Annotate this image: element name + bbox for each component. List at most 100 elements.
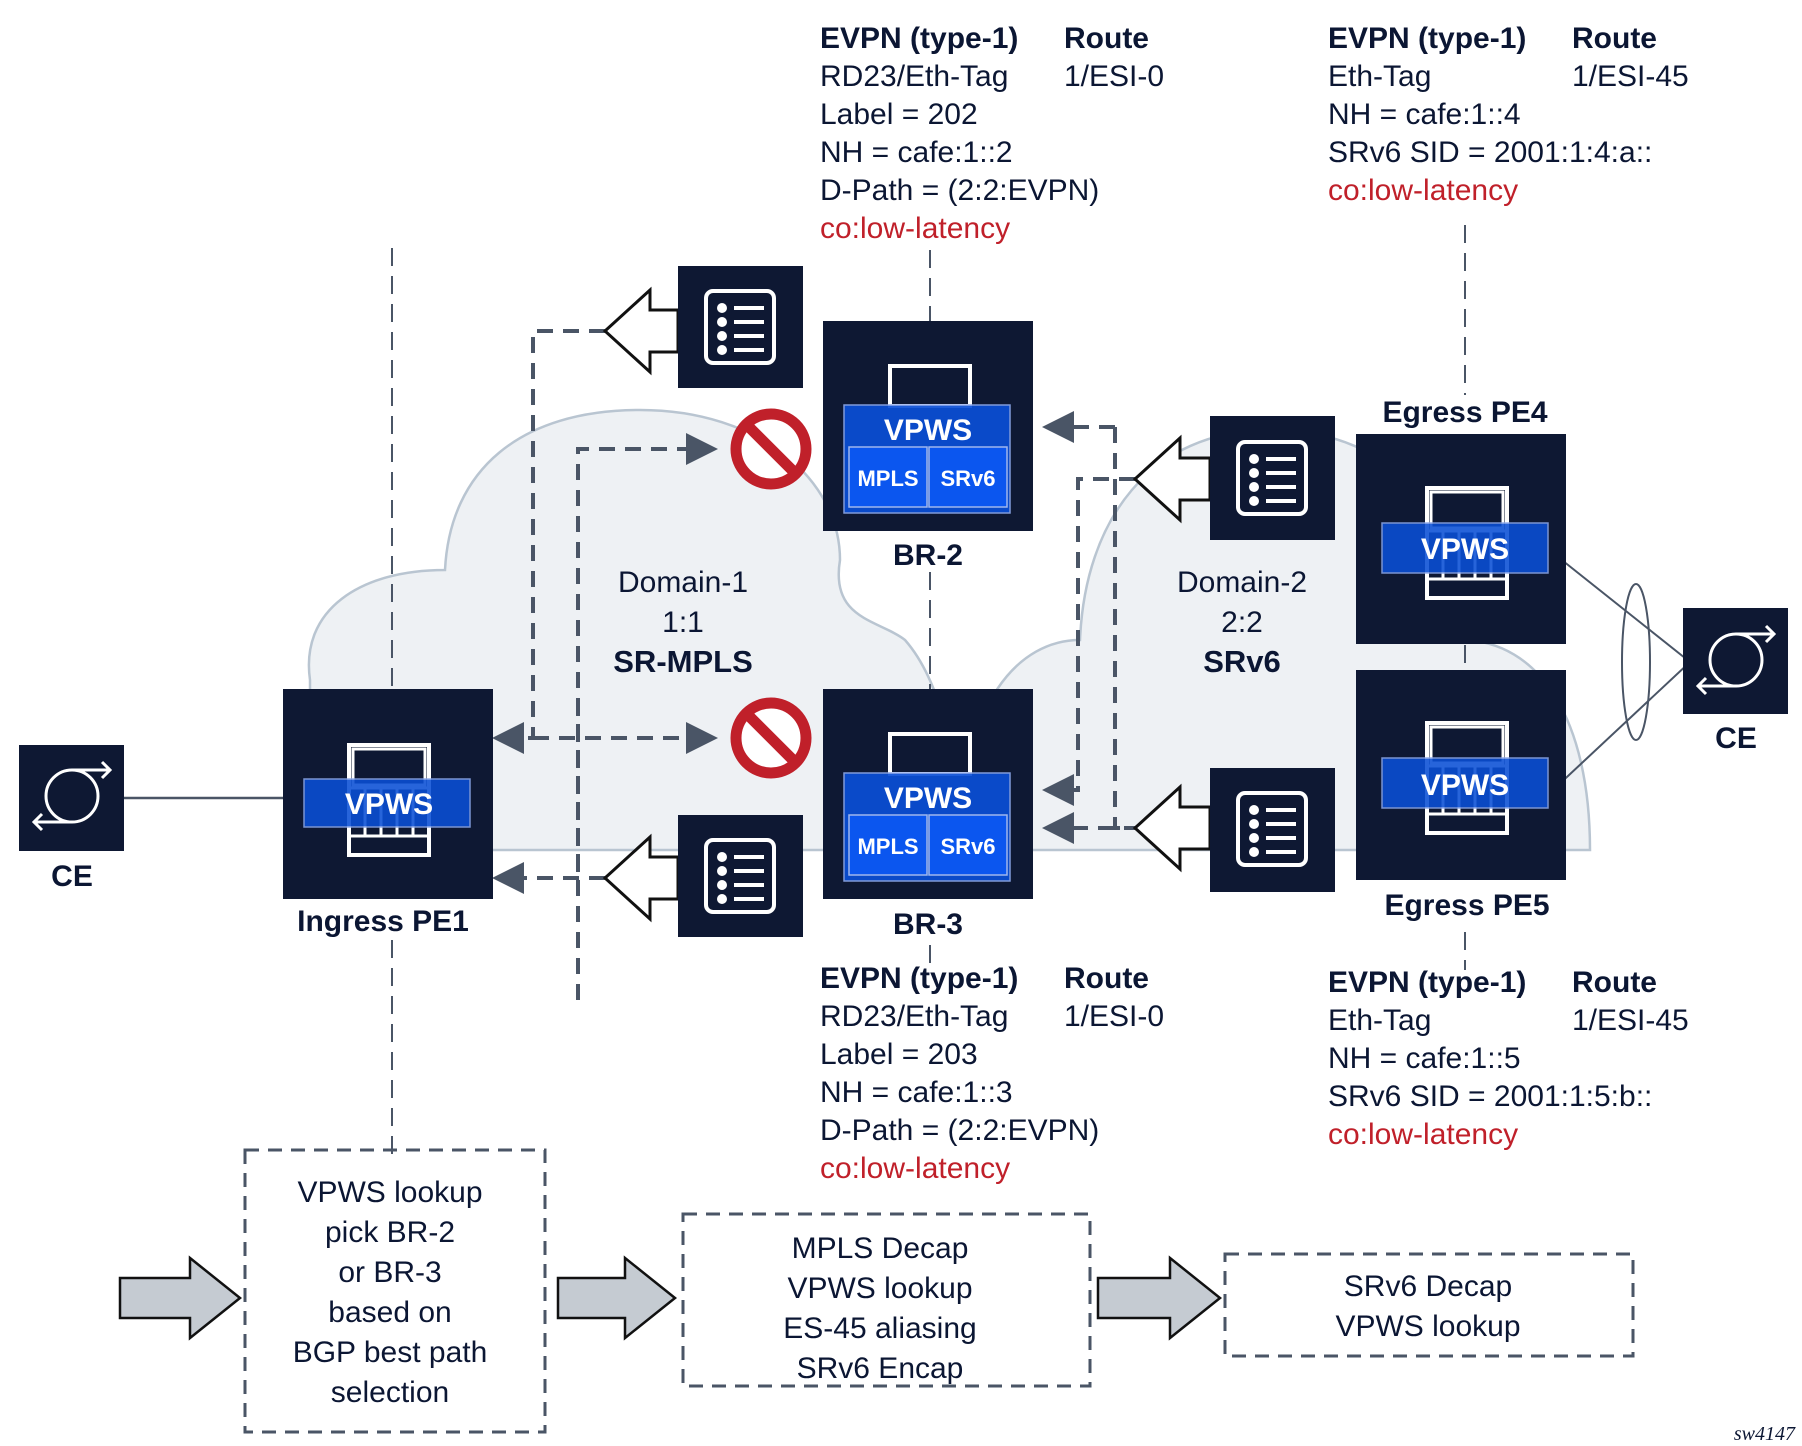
step-1-text: VPWS lookup pick BR-2 or BR-3 based on B…: [293, 1176, 488, 1409]
step-line: VPWS lookup: [787, 1272, 972, 1305]
route-info-pe4: EVPN (type-1) Route Eth-Tag 1/ESI-45 NH …: [1328, 22, 1689, 207]
pe4-advert-to-br3: [1042, 477, 1135, 806]
domain-2-name: Domain-2: [1177, 566, 1307, 599]
step-line: ES-45 aliasing: [783, 1312, 976, 1345]
ce-right: CE: [1683, 608, 1788, 755]
route-line: SRv6 SID = 2001:1:4:a::: [1328, 136, 1652, 169]
step-line: pick BR-2: [325, 1216, 455, 1249]
route-line: D-Path = (2:2:EVPN): [820, 1114, 1099, 1147]
vpws-label: VPWS: [1421, 769, 1509, 802]
prohibited-icon-br2: [736, 414, 806, 484]
prohibited-icon-br3: [736, 703, 806, 773]
route-advert-pe4: [1132, 416, 1335, 540]
route-line: NH = cafe:1::4: [1328, 98, 1521, 131]
route-title-2: Route: [1064, 22, 1149, 55]
step-box-1: [243, 1148, 547, 1434]
vpws-badge: [1381, 522, 1549, 574]
step-line: BGP best path: [293, 1336, 488, 1369]
ce-right-label: CE: [1715, 722, 1757, 755]
vpws-label: VPWS: [345, 788, 433, 821]
step-2-text: MPLS Decap VPWS lookup ES-45 aliasing SR…: [783, 1232, 976, 1385]
srv6-badge: [928, 446, 1008, 508]
route-info-pe5: EVPN (type-1) Route Eth-Tag 1/ESI-45 NH …: [1328, 966, 1689, 1151]
vpws-label: VPWS: [884, 414, 972, 447]
pe1-label: Ingress PE1: [297, 905, 469, 938]
pe4-label: Egress PE4: [1382, 396, 1547, 429]
domain-2-id: 2:2: [1221, 606, 1263, 639]
mpls-label: MPLS: [857, 834, 918, 859]
step-line: MPLS Decap: [792, 1232, 969, 1265]
domain-2-tech: SRv6: [1203, 644, 1281, 679]
route-line: SRv6 SID = 2001:1:5:b::: [1328, 1080, 1652, 1113]
router-icon: [888, 732, 972, 776]
route-esi: 1/ESI-0: [1064, 60, 1164, 93]
br3-label: BR-3: [893, 908, 963, 941]
node-ingress-pe1: VPWS Ingress PE1: [283, 689, 493, 938]
lag-ellipse: [1621, 583, 1651, 741]
route-list-box: [1210, 768, 1335, 892]
route-title: EVPN (type-1): [1328, 966, 1526, 999]
route-advert-br2: [602, 266, 803, 388]
route-advert-pe5: [1132, 768, 1335, 892]
br2-advert-to-pe1: [492, 329, 605, 754]
vpws-badge: [1381, 757, 1549, 809]
domain-1-id: 1:1: [662, 606, 704, 639]
vpws-label: VPWS: [1421, 533, 1509, 566]
step-line: VPWS lookup: [297, 1176, 482, 1209]
step-line: VPWS lookup: [1335, 1310, 1520, 1343]
route-line: Label = 202: [820, 98, 978, 131]
route-title-2: Route: [1572, 966, 1657, 999]
route-line: D-Path = (2:2:EVPN): [820, 174, 1099, 207]
router-icon: [888, 364, 972, 408]
flow-arrow-1: [118, 1255, 243, 1341]
ce-left-label: CE: [51, 860, 93, 893]
srv6-label: SRv6: [940, 834, 995, 859]
route-line: Label = 203: [820, 1038, 978, 1071]
step-line: SRv6 Decap: [1344, 1270, 1512, 1303]
domain-2-label: Domain-2 2:2 SRv6: [1177, 566, 1307, 679]
vpws-label: VPWS: [884, 782, 972, 815]
step-line: based on: [328, 1296, 451, 1329]
route-title: EVPN (type-1): [820, 22, 1018, 55]
step-line: SRv6 Encap: [797, 1352, 964, 1385]
step-3-text: SRv6 Decap VPWS lookup: [1335, 1270, 1520, 1343]
route-line: NH = cafe:1::3: [820, 1076, 1013, 1109]
route-info-br2: EVPN (type-1) Route RD23/Eth-Tag 1/ESI-0…: [820, 22, 1164, 245]
route-list-box: [678, 815, 803, 937]
route-ethtag: Eth-Tag: [1328, 1004, 1431, 1037]
step-box-2: [681, 1212, 1092, 1388]
step-line: selection: [331, 1376, 449, 1409]
pe4-ce-link: [1552, 552, 1691, 663]
step-line: or BR-3: [338, 1256, 441, 1289]
route-title: EVPN (type-1): [820, 962, 1018, 995]
route-line: NH = cafe:1::2: [820, 136, 1013, 169]
mpls-label: MPLS: [857, 466, 918, 491]
node-br3: VPWS MPLS SRv6 BR-3: [823, 689, 1033, 941]
route-line: NH = cafe:1::5: [1328, 1042, 1521, 1075]
srv6-label: SRv6: [940, 466, 995, 491]
mpls-badge: [848, 814, 928, 876]
figure-id: sw4147: [1734, 1423, 1796, 1445]
flow-arrow-2: [556, 1255, 678, 1341]
node-egress-pe5: VPWS Egress PE5: [1356, 670, 1566, 922]
pe5-ce-link: [1552, 661, 1691, 791]
domain-1-name: Domain-1: [618, 566, 748, 599]
step-box-3: [1223, 1252, 1635, 1358]
route-color-tag: co:low-latency: [1328, 174, 1518, 207]
route-advert-br3: [602, 815, 803, 937]
domain-1-tech: SR-MPLS: [613, 644, 753, 679]
route-esi: 1/ESI-45: [1572, 1004, 1689, 1037]
flow-arrow-3: [1096, 1255, 1223, 1341]
route-rd: RD23/Eth-Tag: [820, 1000, 1008, 1033]
route-color-tag: co:low-latency: [820, 212, 1010, 245]
route-rd: RD23/Eth-Tag: [820, 60, 1008, 93]
domain-1-label: Domain-1 1:1 SR-MPLS: [613, 566, 753, 679]
ce-left: CE: [19, 745, 124, 893]
route-title-2: Route: [1064, 962, 1149, 995]
route-color-tag: co:low-latency: [820, 1152, 1010, 1185]
srv6-badge: [928, 814, 1008, 876]
route-title: EVPN (type-1): [1328, 22, 1526, 55]
pe5-label: Egress PE5: [1384, 889, 1549, 922]
node-br2: VPWS MPLS SRv6 BR-2: [823, 321, 1033, 572]
